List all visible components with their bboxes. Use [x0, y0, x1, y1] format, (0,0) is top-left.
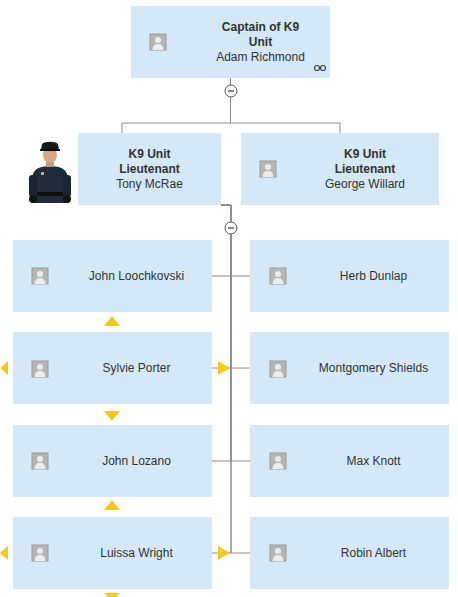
- text-area: Captain of K9 UnitAdam Richmond: [191, 6, 330, 78]
- move-arrow: [104, 411, 120, 421]
- person-name: John Loochkovski: [89, 269, 184, 284]
- photo-placeholder: [270, 453, 286, 469]
- move-arrow: [218, 546, 230, 560]
- member-box: John Loochkovski: [13, 240, 212, 312]
- text-area: K9 Unit LieutenantTony McRae: [78, 133, 221, 205]
- person-name: Montgomery Shields: [319, 361, 428, 376]
- reporting-line: [221, 205, 250, 368]
- person-name: Tony McRae: [116, 177, 183, 192]
- text-area: Montgomery Shields: [298, 332, 449, 404]
- photo-placeholder: [260, 161, 276, 177]
- move-arrow: [218, 361, 230, 375]
- move-arrow: [104, 593, 120, 597]
- person-name: Sylvie Porter: [102, 361, 170, 376]
- member-box: Sylvie Porter: [13, 332, 212, 404]
- text-area: Luissa Wright: [61, 517, 212, 589]
- photo-placeholder: [32, 361, 48, 377]
- captain-box: Captain of K9 UnitAdam Richmond: [131, 6, 330, 78]
- photo-placeholder: [32, 268, 48, 284]
- person-name: Robin Albert: [341, 546, 406, 561]
- move-arrow: [104, 316, 120, 326]
- person-name: Max Knott: [346, 454, 400, 469]
- reporting-line: [212, 205, 231, 276]
- placeholder-icons: [32, 34, 286, 561]
- text-area: Max Knott: [298, 425, 449, 497]
- member-box: Robin Albert: [250, 517, 449, 589]
- member-box: Luissa Wright: [13, 517, 212, 589]
- text-area: Sylvie Porter: [61, 332, 212, 404]
- collapse-button: [225, 222, 237, 234]
- view-icon: [315, 66, 326, 71]
- reporting-line: [221, 205, 250, 553]
- member-box: Herb Dunlap: [250, 240, 449, 312]
- reporting-line: [212, 205, 231, 368]
- reporting-line: [122, 78, 231, 133]
- text-area: K9 Unit LieutenantGeorge Willard: [291, 133, 439, 205]
- member-box: Max Knott: [250, 425, 449, 497]
- move-arrow: [0, 361, 8, 375]
- person-name: Luissa Wright: [100, 546, 172, 561]
- text-area: Robin Albert: [298, 517, 449, 589]
- officer-photo: [23, 133, 78, 205]
- text-area: John Lozano: [61, 425, 212, 497]
- photo-placeholder: [270, 361, 286, 377]
- person-name: Herb Dunlap: [340, 269, 407, 284]
- lieutenant-box: K9 Unit LieutenantTony McRae: [23, 133, 221, 205]
- member-box: John Lozano: [13, 425, 212, 497]
- person-name: John Lozano: [102, 454, 171, 469]
- lieutenant-box: K9 Unit LieutenantGeorge Willard: [241, 133, 439, 205]
- person-name: George Willard: [325, 177, 405, 192]
- text-area: Herb Dunlap: [298, 240, 449, 312]
- photo-placeholder: [32, 453, 48, 469]
- move-arrow: [104, 500, 120, 510]
- member-box: Montgomery Shields: [250, 332, 449, 404]
- reporting-line: [221, 205, 250, 276]
- move-arrow: [0, 546, 8, 560]
- text-area: John Loochkovski: [61, 240, 212, 312]
- photo-placeholder: [32, 545, 48, 561]
- person-name: Adam Richmond: [216, 50, 305, 65]
- role-title: K9 Unit Lieutenant: [107, 147, 192, 177]
- reporting-line: [231, 78, 341, 133]
- reporting-line: [212, 205, 231, 553]
- role-title: K9 Unit Lieutenant: [323, 147, 408, 177]
- photo-placeholder: [150, 34, 166, 50]
- move-arrows: [0, 316, 230, 597]
- photo-placeholder: [270, 545, 286, 561]
- photo-placeholder: [270, 268, 286, 284]
- role-title: Captain of K9 Unit: [218, 20, 303, 50]
- reporting-line: [212, 205, 231, 461]
- reporting-line: [221, 205, 250, 461]
- collapse-button: [225, 85, 237, 97]
